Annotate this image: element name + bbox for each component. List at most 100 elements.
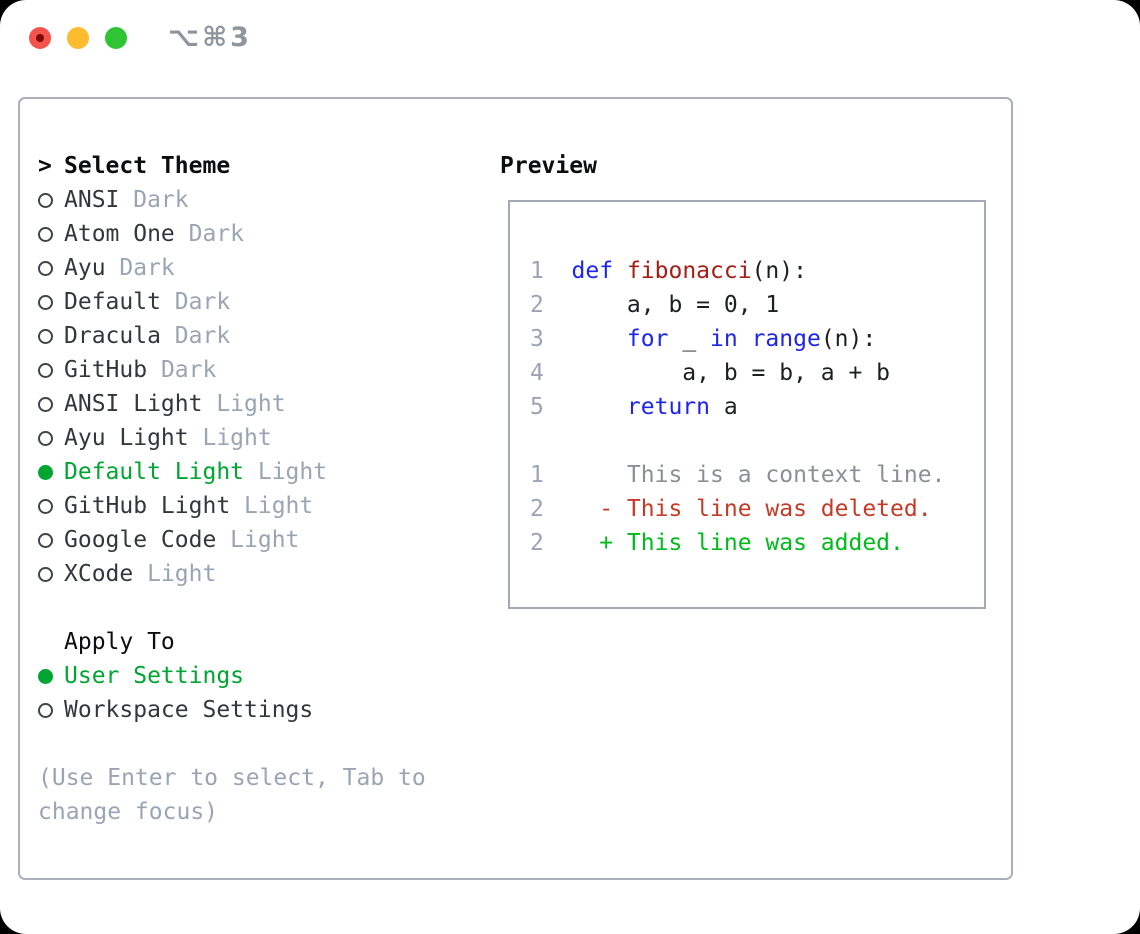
code-segment: in [710, 326, 738, 352]
radio-cell [38, 192, 64, 208]
theme-name-label: XCode [64, 561, 134, 587]
theme-option-xcode[interactable]: XCode Light [38, 557, 500, 591]
theme-option-dracula[interactable]: Dracula Dark [38, 319, 500, 353]
theme-variant-label: Light [202, 425, 272, 451]
line-number: 2 [530, 530, 544, 556]
theme-variant-label: Dark [174, 289, 231, 315]
code-line: 1 This is a context line. [530, 458, 984, 492]
theme-name-label: Atom One [64, 221, 175, 247]
code-segment [572, 326, 627, 352]
code-line: 2 + This line was added. [530, 526, 984, 560]
zoom-button[interactable] [105, 27, 127, 49]
theme-name-label: Ayu Light [64, 425, 189, 451]
code-segment: + This line was added. [571, 530, 904, 556]
apply-to-heading: Apply To [38, 625, 500, 659]
radio-cell [38, 668, 64, 684]
prompt-cell: > [38, 153, 64, 179]
radio-unselected-icon [38, 328, 53, 344]
code-line: 2 a, b = 0, 1 [530, 288, 984, 322]
radio-unselected-icon [38, 566, 53, 582]
prompt-caret-icon: > [38, 153, 52, 179]
code-segment: range [751, 326, 821, 352]
radio-selected-icon [38, 464, 53, 480]
apply-option-label: User Settings [64, 663, 245, 689]
select-theme-heading-label: Select Theme [64, 153, 231, 179]
code-line: 2 - This line was deleted. [530, 492, 984, 526]
theme-variant-label: Light [230, 527, 300, 553]
hint-text: (Use Enter to select, Tab to change focu… [38, 765, 426, 825]
line-number: 4 [530, 360, 544, 386]
theme-name-label: ANSI Light [64, 391, 203, 417]
line-number: 1 [530, 462, 544, 488]
radio-unselected-icon [38, 226, 53, 242]
apply-option-workspace-settings[interactable]: Workspace Settings [38, 693, 500, 727]
radio-cell [38, 532, 64, 548]
radio-cell [38, 702, 64, 718]
minimize-button[interactable] [67, 27, 89, 49]
line-number: 5 [530, 394, 544, 420]
theme-option-atom-one[interactable]: Atom One Dark [38, 217, 500, 251]
theme-name-label: Default [64, 289, 161, 315]
radio-unselected-icon [38, 430, 53, 446]
theme-name-label: Dracula [64, 323, 161, 349]
line-number: 2 [530, 292, 544, 318]
radio-cell [38, 294, 64, 310]
radio-unselected-icon [38, 498, 53, 514]
radio-cell [38, 260, 64, 276]
code-segment [738, 326, 752, 352]
apply-to-heading-label: Apply To [64, 629, 175, 655]
theme-variant-label: Light [244, 493, 314, 519]
apply-option-user-settings[interactable]: User Settings [38, 659, 500, 693]
theme-variant-label: Dark [188, 221, 245, 247]
radio-cell [38, 464, 64, 480]
radio-cell [38, 328, 64, 344]
theme-name-label: Default Light [64, 459, 245, 485]
code-segment: (n): [751, 258, 807, 284]
theme-variant-label: Light [147, 561, 217, 587]
code-line: 4 a, b = b, a + b [530, 356, 984, 390]
radio-selected-icon [38, 668, 53, 684]
spacer [38, 591, 500, 625]
radio-cell [38, 430, 64, 446]
radio-unselected-icon [38, 294, 53, 310]
theme-name-label: GitHub [64, 357, 148, 383]
code-segment: def [571, 258, 614, 284]
radio-cell [38, 226, 64, 242]
code-segment: This is a context line. [571, 462, 946, 488]
line-number: 2 [530, 496, 544, 522]
theme-name-label: ANSI [64, 187, 120, 213]
code-line: 5 return a [530, 390, 984, 424]
code-segment: return [626, 394, 711, 420]
theme-option-ansi-light[interactable]: ANSI Light Light [38, 387, 500, 421]
radio-unselected-icon [38, 260, 53, 276]
theme-option-github[interactable]: GitHub Dark [38, 353, 500, 387]
apply-option-label: Workspace Settings [64, 697, 314, 723]
window-title: ⌥⌘3 [168, 22, 252, 53]
code-segment: (n): [820, 326, 877, 352]
line-number: 1 [530, 258, 544, 284]
close-button[interactable] [29, 27, 51, 49]
theme-variant-label: Dark [174, 323, 231, 349]
code-line: 3 for _ in range(n): [530, 322, 984, 356]
theme-option-default[interactable]: Default Dark [38, 285, 500, 319]
theme-variant-label: Dark [160, 357, 217, 383]
radio-unselected-icon [38, 362, 53, 378]
radio-unselected-icon [38, 532, 53, 548]
theme-option-ayu-light[interactable]: Ayu Light Light [38, 421, 500, 455]
theme-variant-label: Light [216, 391, 286, 417]
radio-unselected-icon [38, 396, 53, 412]
titlebar: ⌥⌘3 [0, 0, 1140, 97]
code-segment: for [626, 326, 669, 352]
